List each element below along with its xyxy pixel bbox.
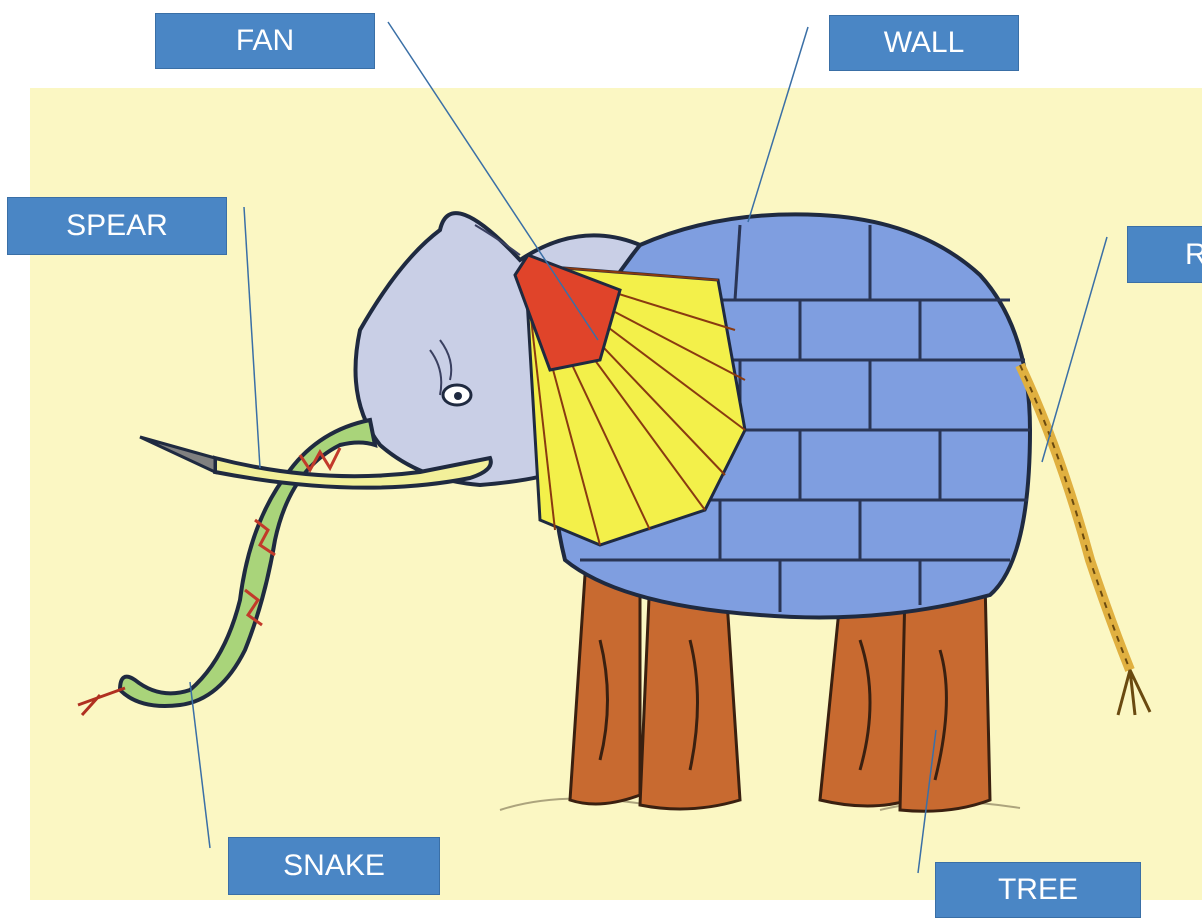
label-tree: TREE: [935, 862, 1141, 918]
fan-ear: [515, 255, 745, 545]
label-rope: ROPE: [1127, 226, 1202, 283]
label-spear: SPEAR: [7, 197, 227, 255]
label-snake: SNAKE: [228, 837, 440, 895]
label-fan: FAN: [155, 13, 375, 69]
label-wall: WALL: [829, 15, 1019, 71]
